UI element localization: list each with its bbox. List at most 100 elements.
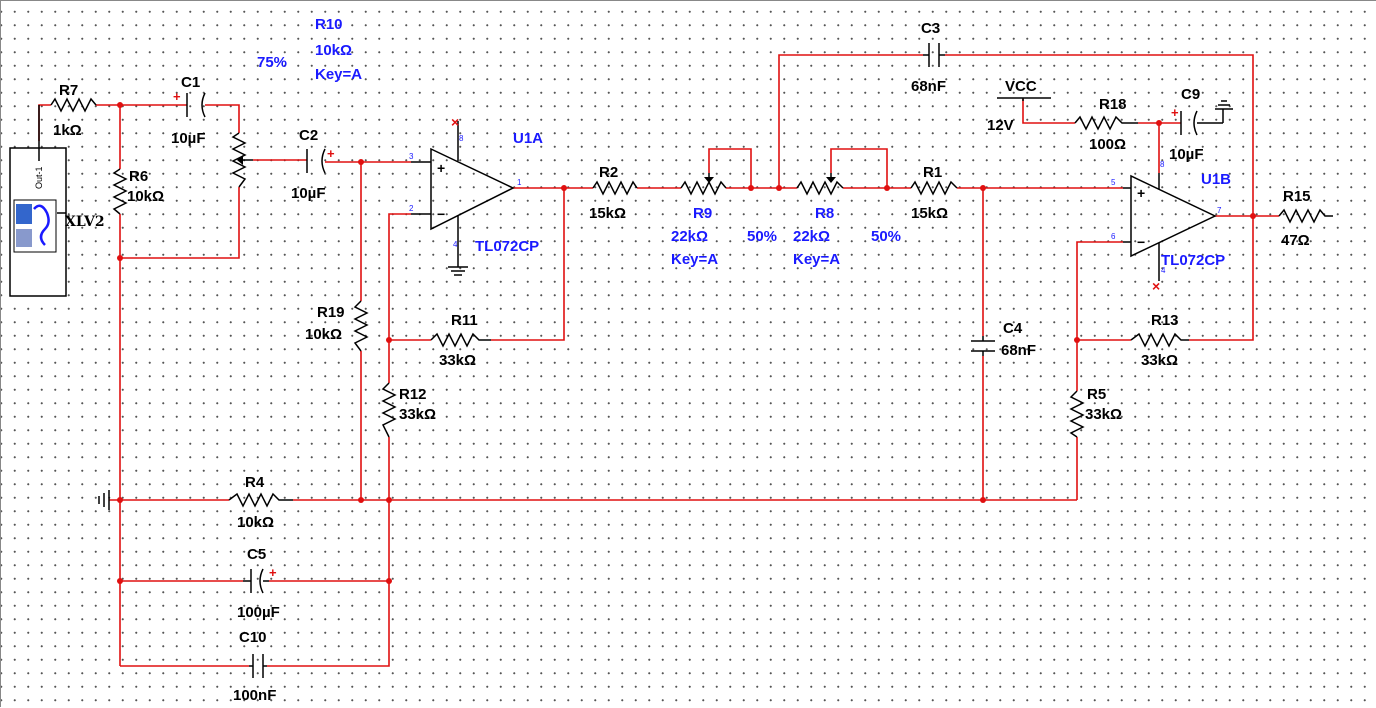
ground-symbol [98, 490, 110, 510]
c4-ref: C4 [1003, 320, 1023, 337]
c9-value: 10µF [1169, 146, 1204, 163]
u1b-ref: U1B [1201, 171, 1231, 188]
r2-ref: R2 [599, 164, 618, 181]
r11-value: 33kΩ [439, 352, 476, 369]
r9-ref: R9 [693, 205, 712, 222]
c10-ref: C10 [239, 629, 267, 646]
r12-value: 33kΩ [399, 406, 436, 423]
r8-arrow [826, 177, 836, 183]
svg-text:×: × [451, 114, 459, 130]
r6-value: 10kΩ [127, 188, 164, 205]
r15-value: 47Ω [1281, 232, 1310, 249]
xlv2-panel-label: Out-1 [34, 166, 44, 189]
r10-arrow [237, 155, 243, 165]
r15-ref: R15 [1283, 188, 1311, 205]
r12-symbol [381, 382, 397, 438]
r4-value: 10kΩ [237, 514, 274, 531]
r4-ref: R4 [245, 474, 265, 491]
xlv2-ref: XLV2 [65, 214, 105, 230]
c1-ref: C1 [181, 74, 200, 91]
wires [38, 54, 1279, 667]
c9-symbol [1180, 109, 1224, 136]
c2-ref: C2 [299, 127, 318, 144]
r7-value: 1kΩ [53, 122, 82, 139]
c1-symbol [186, 92, 206, 118]
c3-ref: C3 [921, 20, 940, 37]
c5-value: 100µF [237, 604, 280, 621]
svg-text:8: 8 [1160, 160, 1165, 169]
c5-ref: C5 [247, 546, 266, 563]
r6-ref: R6 [129, 168, 148, 185]
r5-symbol [1069, 390, 1085, 438]
c4-value: 68nF [1001, 342, 1036, 359]
c9-ground [1215, 100, 1233, 110]
svg-text:−: − [437, 206, 445, 222]
svg-text:×: × [1152, 278, 1160, 294]
junction-dots [117, 102, 1256, 584]
r18-symbol [1074, 115, 1138, 131]
c10-symbol [249, 654, 267, 678]
svg-text:5: 5 [1111, 178, 1116, 187]
r12-ref: R12 [399, 386, 427, 403]
r1-symbol [910, 180, 958, 196]
svg-text:4: 4 [1161, 266, 1166, 275]
r15-symbol [1278, 208, 1333, 224]
svg-text:1: 1 [517, 178, 522, 187]
c4-symbol [971, 336, 995, 356]
vcc-source-symbol [997, 97, 1051, 101]
svg-text:2: 2 [409, 204, 414, 213]
svg-text:+: + [269, 565, 277, 580]
u1b-opamp-symbol: + − × [1123, 173, 1217, 294]
r13-value: 33kΩ [1141, 352, 1178, 369]
c5-symbol [243, 568, 269, 594]
r7-ref: R7 [59, 82, 78, 99]
svg-text:+: + [437, 160, 445, 176]
r10-key: Key=A [315, 66, 362, 83]
r19-symbol [353, 300, 369, 352]
r9-key: Key=A [671, 251, 718, 268]
r18-value: 100Ω [1089, 136, 1126, 153]
r10-symbol [231, 132, 247, 188]
r8-setting: 50% [871, 228, 901, 245]
r19-ref: R19 [317, 304, 345, 321]
u1a-ref: U1A [513, 130, 543, 147]
r11-ref: R11 [451, 312, 478, 329]
c10-value: 100nF [233, 687, 276, 704]
r8-value: 22kΩ [793, 228, 830, 245]
r10-value: 10kΩ [315, 42, 352, 59]
r9-symbol [680, 180, 727, 196]
r19-value: 10kΩ [305, 326, 342, 343]
component-labels: R7 1kΩ R6 10kΩ C1 10µF C2 10µF R10 10kΩ … [34, 16, 1311, 704]
r1-value: 15kΩ [911, 205, 948, 222]
r5-ref: R5 [1087, 386, 1106, 403]
r2-value: 15kΩ [589, 205, 626, 222]
r9-value: 22kΩ [671, 228, 708, 245]
svg-text:4: 4 [453, 240, 458, 249]
svg-text:+: + [1171, 105, 1179, 120]
u1a-opamp-symbol: + − × [411, 114, 515, 276]
r4-symbol [228, 492, 293, 508]
r9-setting: 50% [747, 228, 777, 245]
pin-numbers: 8 3 2 1 4 8 5 6 7 4 [409, 134, 1222, 275]
c1-value: 10µF [171, 130, 206, 147]
r7-symbol [50, 97, 97, 113]
svg-text:3: 3 [409, 152, 414, 161]
c3-value: 68nF [911, 78, 946, 95]
r10-setting: 75% [257, 54, 287, 71]
svg-text:+: + [327, 146, 335, 161]
r5-value: 33kΩ [1085, 406, 1122, 423]
r13-symbol [1130, 332, 1189, 348]
r11-symbol [430, 332, 491, 348]
svg-text:8: 8 [459, 134, 464, 143]
c9-ref: C9 [1181, 86, 1200, 103]
c2-symbol [306, 148, 326, 174]
u1b-model: TL072CP [1161, 252, 1225, 269]
svg-text:+: + [1137, 185, 1145, 201]
svg-text:7: 7 [1217, 206, 1222, 215]
vcc-ref: VCC [1005, 78, 1037, 95]
r8-symbol [796, 180, 844, 196]
r6-symbol [112, 168, 128, 215]
svg-text:+: + [173, 89, 181, 104]
